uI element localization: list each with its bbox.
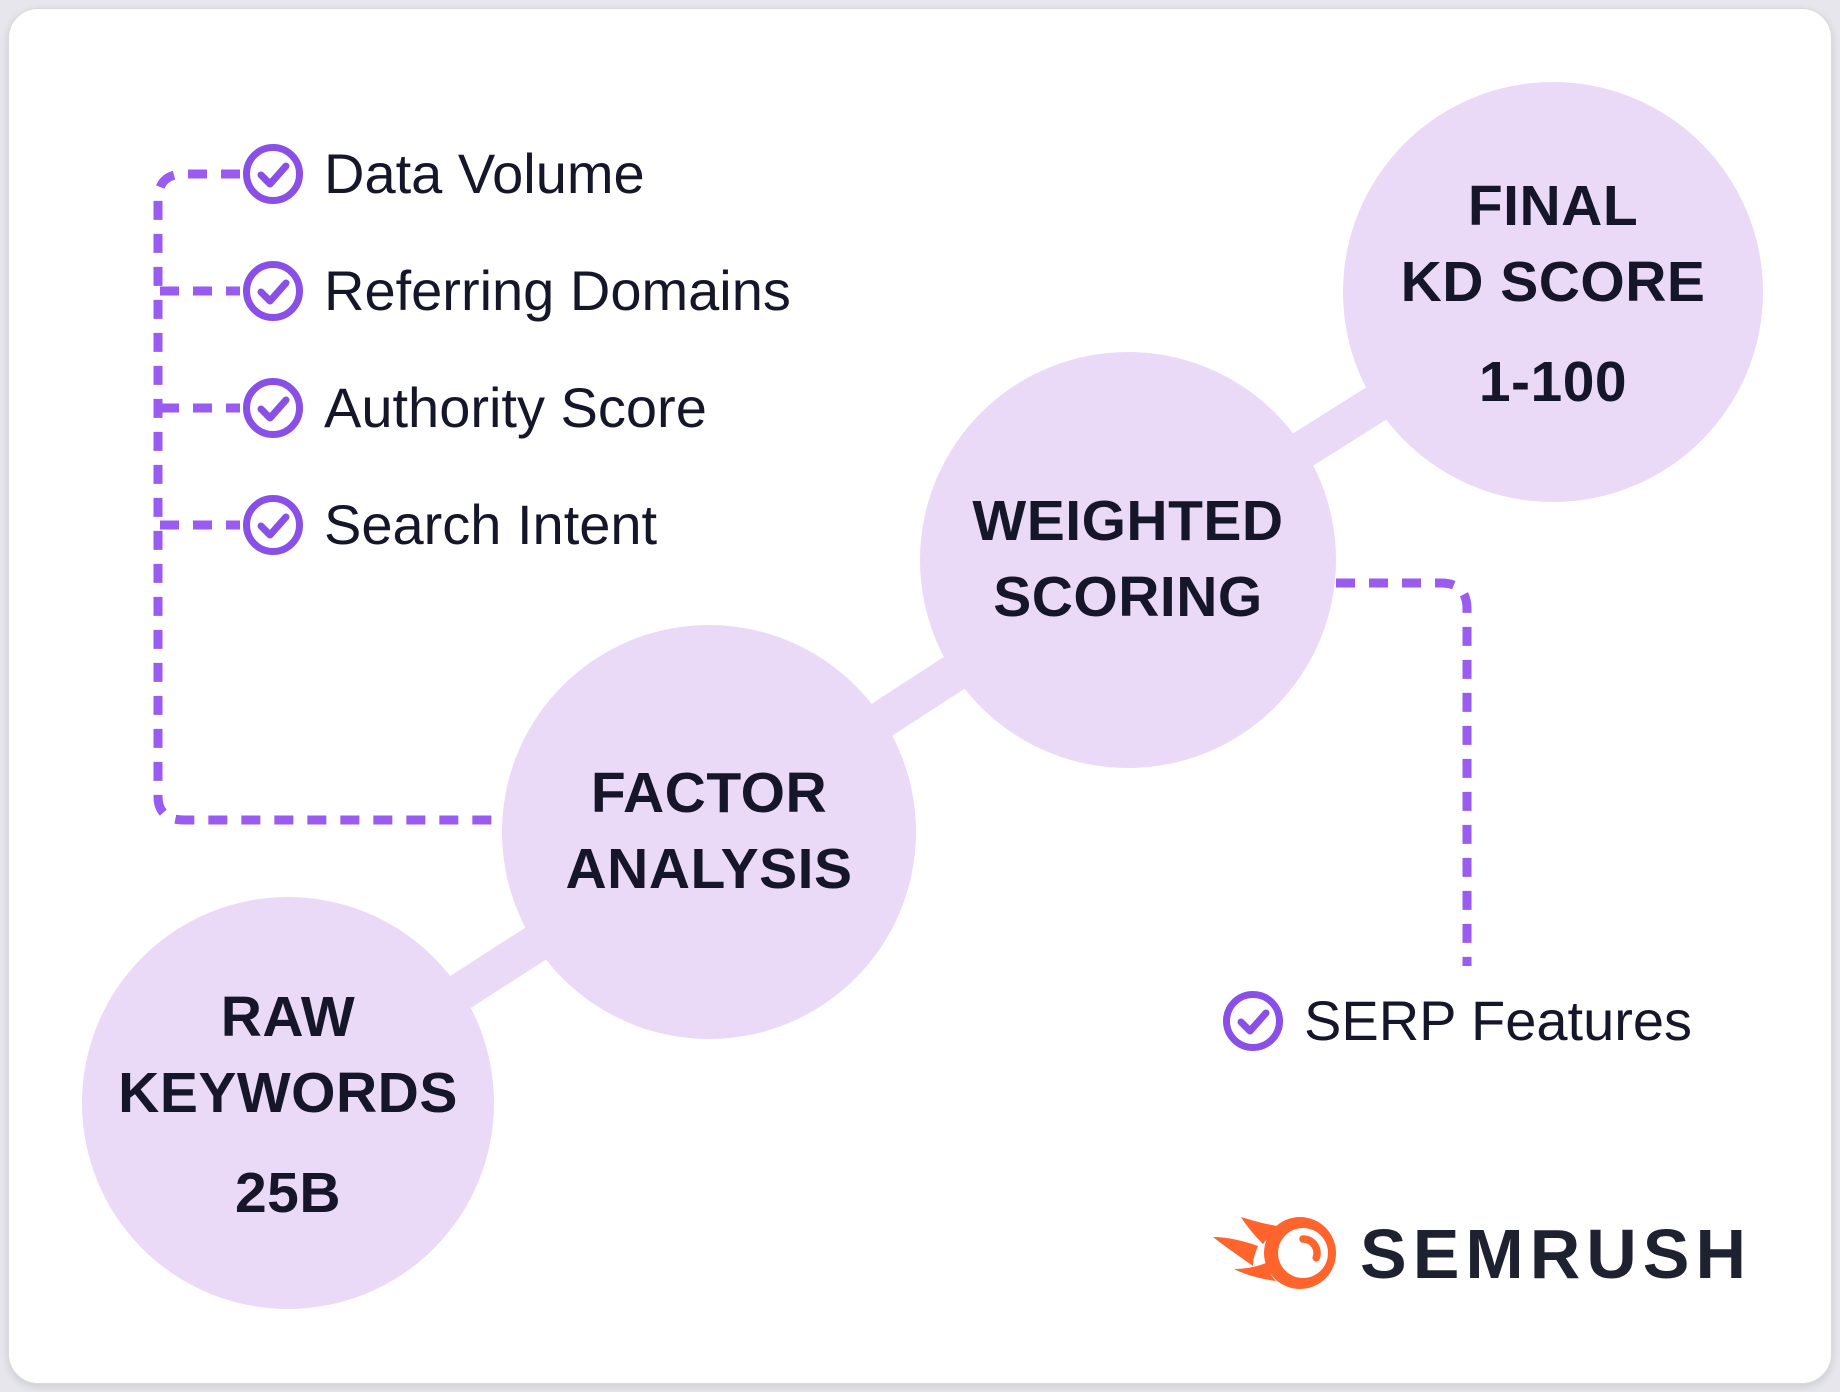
check-circle-icon	[243, 495, 303, 555]
node-raw-keywords: RAW KEYWORDS 25B	[82, 897, 494, 1309]
node-title: RAW KEYWORDS	[118, 985, 458, 1125]
check-circle-icon	[243, 144, 303, 204]
node-value: 25B	[234, 1160, 342, 1225]
semrush-wordmark: SEMRUSH	[1360, 1215, 1753, 1293]
node-factor-analysis: FACTOR ANALYSIS	[502, 625, 916, 1039]
semrush-flame-icon	[1213, 1217, 1336, 1289]
checklist-item-serp-features: SERP Features	[1220, 988, 1692, 1054]
dashed-connector-serp-features	[1336, 578, 1472, 966]
check-circle-icon	[1223, 991, 1283, 1051]
node-title: FINAL KD SCORE	[1400, 174, 1706, 314]
checklist-item-label: Data Volume	[324, 142, 645, 205]
checklist-item-authority-score: Authority Score	[240, 375, 707, 441]
dashed-connector-checklist	[153, 169, 505, 825]
checklist-item-data-volume: Data Volume	[240, 141, 645, 207]
checklist-item-label: Referring Domains	[324, 259, 791, 322]
checklist-item-label: SERP Features	[1304, 989, 1693, 1052]
node-final-kd-score: FINAL KD SCORE 1-100	[1343, 82, 1763, 502]
checklist-item-label: Authority Score	[324, 376, 707, 439]
checklist-item-label: Search Intent	[324, 493, 658, 556]
checklist-item-search-intent: Search Intent	[240, 492, 657, 558]
node-weighted-scoring: WEIGHTED SCORING	[920, 352, 1336, 768]
node-title: FACTOR ANALYSIS	[565, 761, 853, 901]
node-title: WEIGHTED SCORING	[972, 489, 1284, 629]
checklist-item-referring-domains: Referring Domains	[240, 258, 791, 324]
check-circle-icon	[243, 261, 303, 321]
check-circle-icon	[243, 378, 303, 438]
node-value: 1-100	[1478, 349, 1628, 414]
semrush-logo: SEMRUSH	[1213, 1217, 1752, 1291]
